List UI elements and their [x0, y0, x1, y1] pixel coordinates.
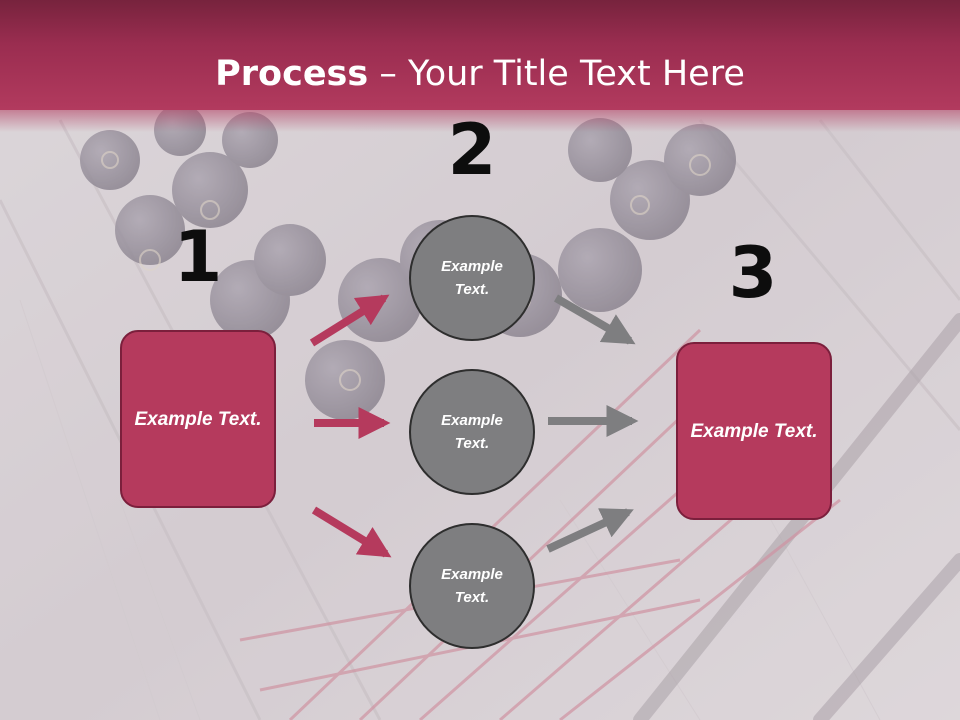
- title-bar: [0, 0, 960, 110]
- step1-box: Example Text.: [120, 330, 276, 508]
- title-bar-fade: [0, 110, 960, 132]
- arrow-from-circle-1: [553, 294, 636, 345]
- circle-label: Example Text.: [441, 258, 503, 298]
- arrow-from-circle-3: [546, 508, 634, 553]
- slide-title-rest: – Your Title Text Here: [368, 54, 745, 94]
- step2-circle-top: Example Text.: [409, 215, 535, 341]
- step-number-2: 2: [447, 109, 497, 191]
- step3-box-label: Example Text.: [690, 420, 818, 442]
- step1-box-label: Example Text.: [134, 408, 262, 430]
- slide-title-bold: Process: [215, 54, 369, 94]
- step3-box: Example Text.: [676, 342, 832, 520]
- step-number-3: 3: [728, 232, 778, 314]
- circle-label: Example Text.: [441, 412, 503, 452]
- arrow-to-circle-1: [309, 294, 390, 347]
- step2-circle-middle: Example Text.: [409, 369, 535, 495]
- slide-title: Process – Your Title Text Here: [0, 52, 960, 96]
- arrow-to-circle-3: [311, 506, 392, 558]
- step-number-1: 1: [173, 216, 223, 298]
- step2-circle-bottom: Example Text.: [409, 523, 535, 649]
- circle-label: Example Text.: [441, 566, 503, 606]
